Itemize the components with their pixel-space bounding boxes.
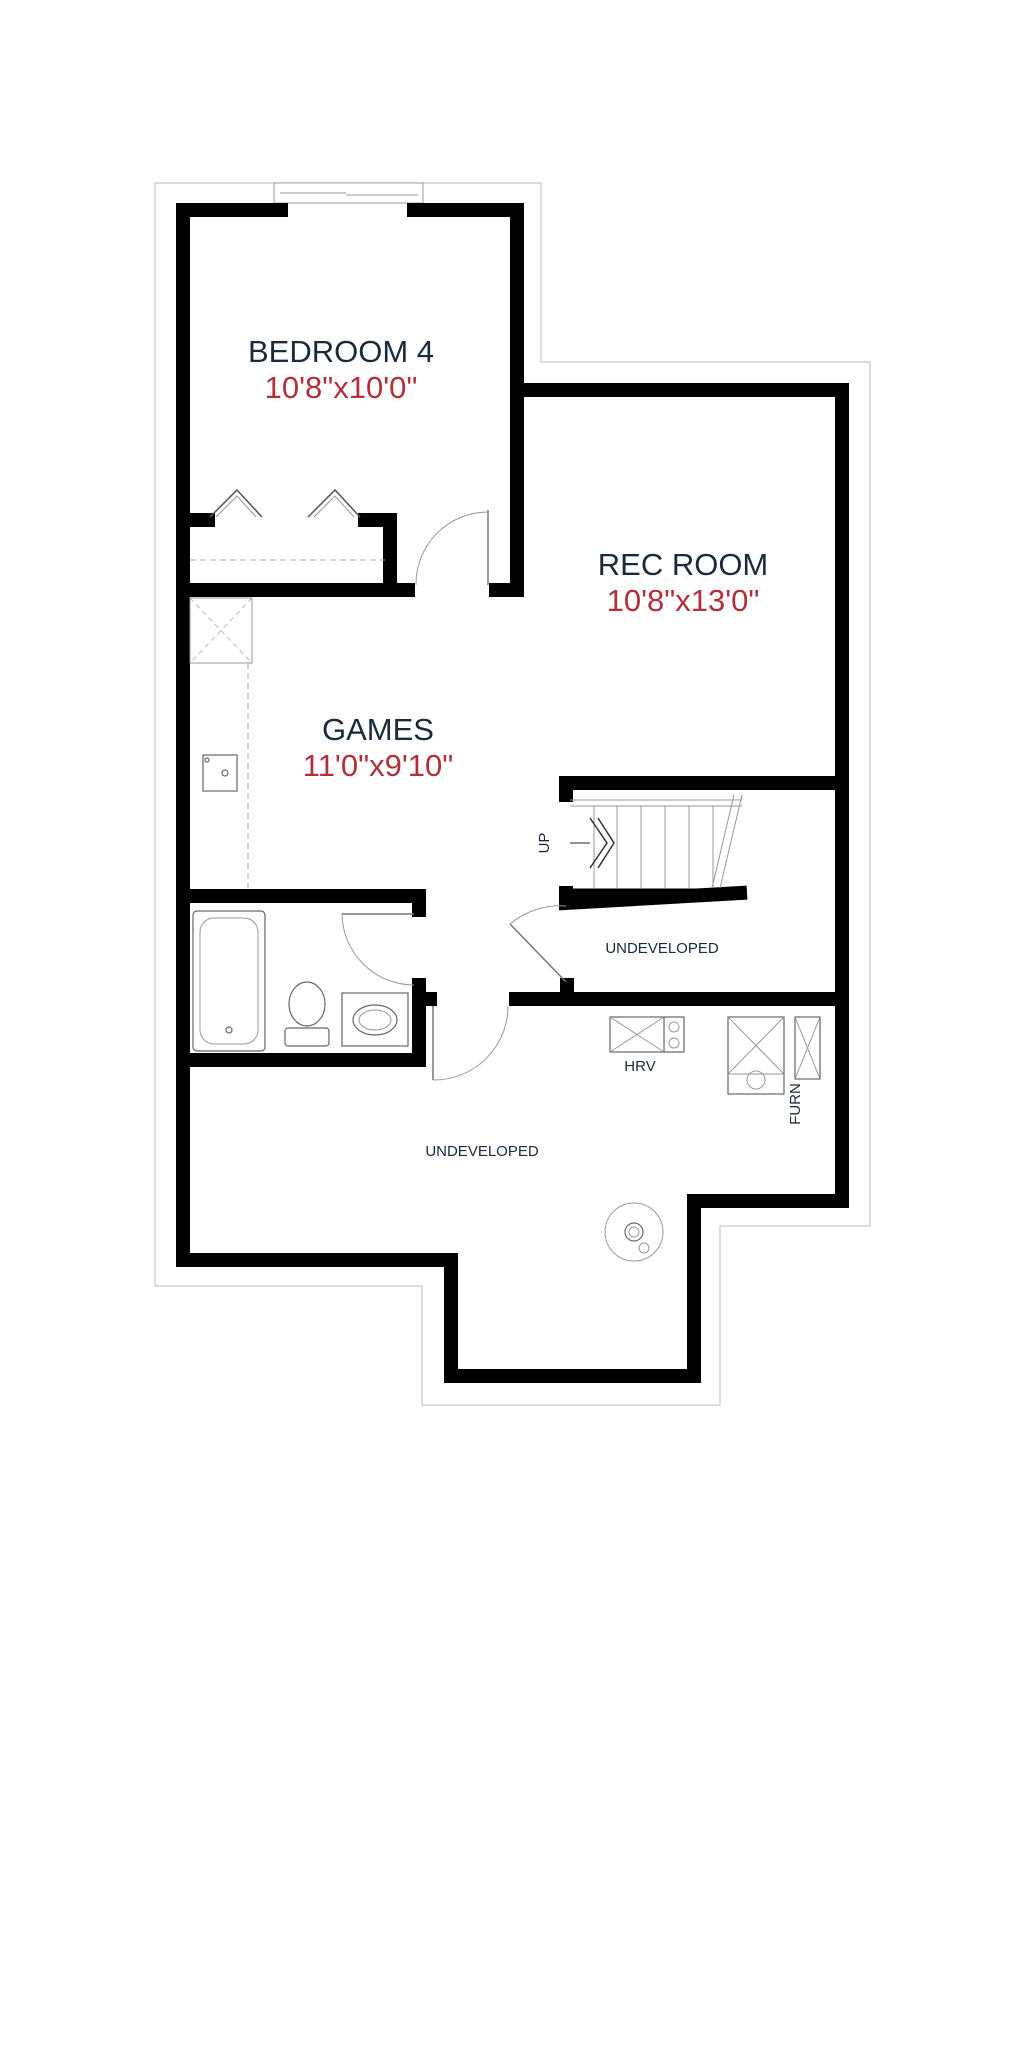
bathroom-door [341,913,415,986]
stair-up-arrow [589,817,608,869]
bedroom4-name: BEDROOM 4 [248,334,434,369]
bedroom-door [415,510,489,586]
closet-doors [209,488,361,518]
furnace-unit [727,1016,821,1095]
undeveloped-large-label: UNDEVELOPED [425,1143,539,1160]
hrv-label: HRV [624,1058,655,1075]
staircase [570,794,743,889]
rec-room-dims: 10'8"x13'0" [607,583,760,618]
bar-sink [202,754,238,792]
sump-pit [604,1202,664,1262]
undeveloped-small-label: UNDEVELOPED [605,940,719,957]
hrv-unit [609,1016,685,1053]
small-undeveloped-door [509,905,567,983]
games-dims: 11'0"x9'10" [303,748,454,783]
bathtub [192,910,266,1052]
furnace-label: FURN [787,1083,804,1125]
bathroom-fixtures [192,910,409,1052]
vanity [341,992,409,1047]
rec-room-name: REC ROOM [598,547,769,582]
stairs-up-label: UP [536,833,553,854]
bedroom4-dims: 10'8"x10'0" [265,370,418,405]
toilet [288,981,326,1027]
exterior-outline [154,182,871,1406]
games-name: GAMES [322,712,434,747]
wet-bar [189,597,253,888]
bedroom-window [273,182,424,204]
lower-door [432,1005,509,1081]
